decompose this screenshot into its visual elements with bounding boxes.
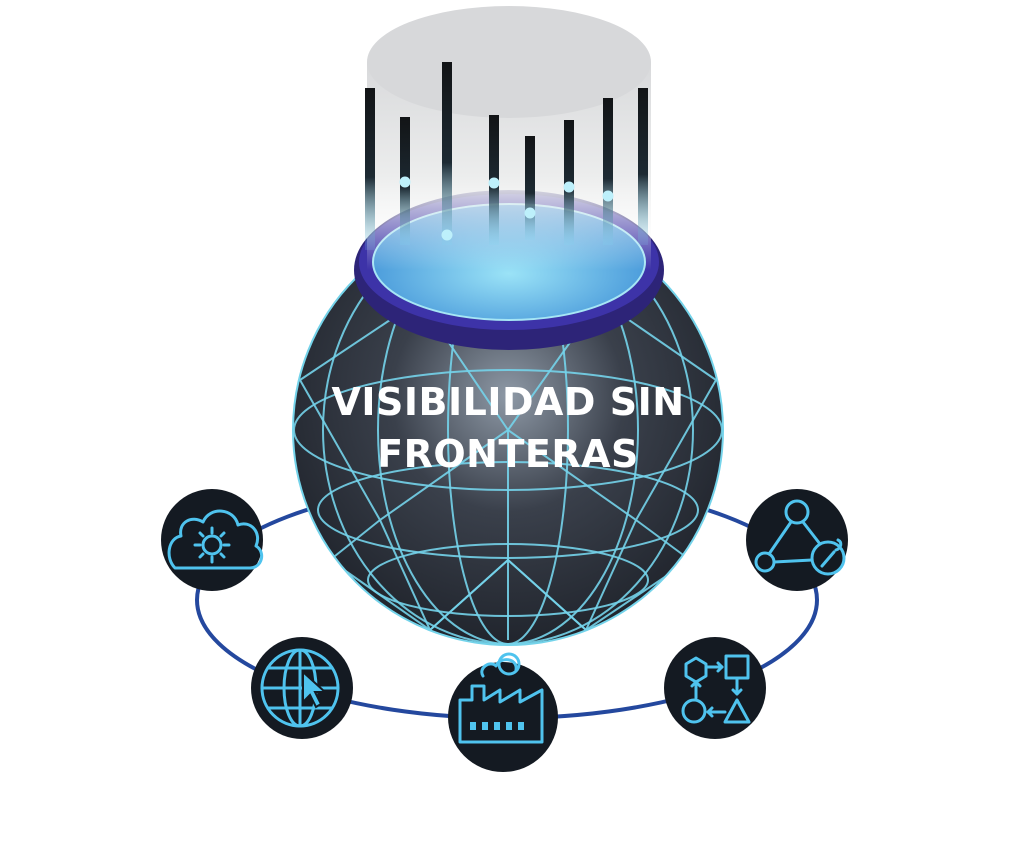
bar-dot-7: [602, 190, 614, 202]
title-line-1: VISIBILIDAD SIN: [331, 380, 684, 424]
bar-3: [442, 62, 452, 245]
factory-icon: [448, 652, 558, 772]
network-wrench-icon: [746, 489, 848, 591]
bar-dot-4: [488, 177, 500, 189]
workflow-icon: [664, 637, 766, 739]
bar-dot-3: [441, 229, 453, 241]
data-cylinder: [367, 6, 651, 270]
globe-cursor-icon: [251, 637, 353, 739]
bar-dot-5: [524, 207, 536, 219]
bar-group: [365, 62, 648, 250]
bar-1: [365, 88, 375, 250]
title-line-2: FRONTERAS: [377, 432, 639, 476]
bar-7: [603, 98, 613, 245]
bar-dot-2: [399, 176, 411, 188]
bar-5: [525, 136, 535, 240]
bar-8: [638, 88, 648, 245]
bar-dot-6: [563, 181, 575, 193]
cloud-settings-icon: [161, 489, 264, 591]
